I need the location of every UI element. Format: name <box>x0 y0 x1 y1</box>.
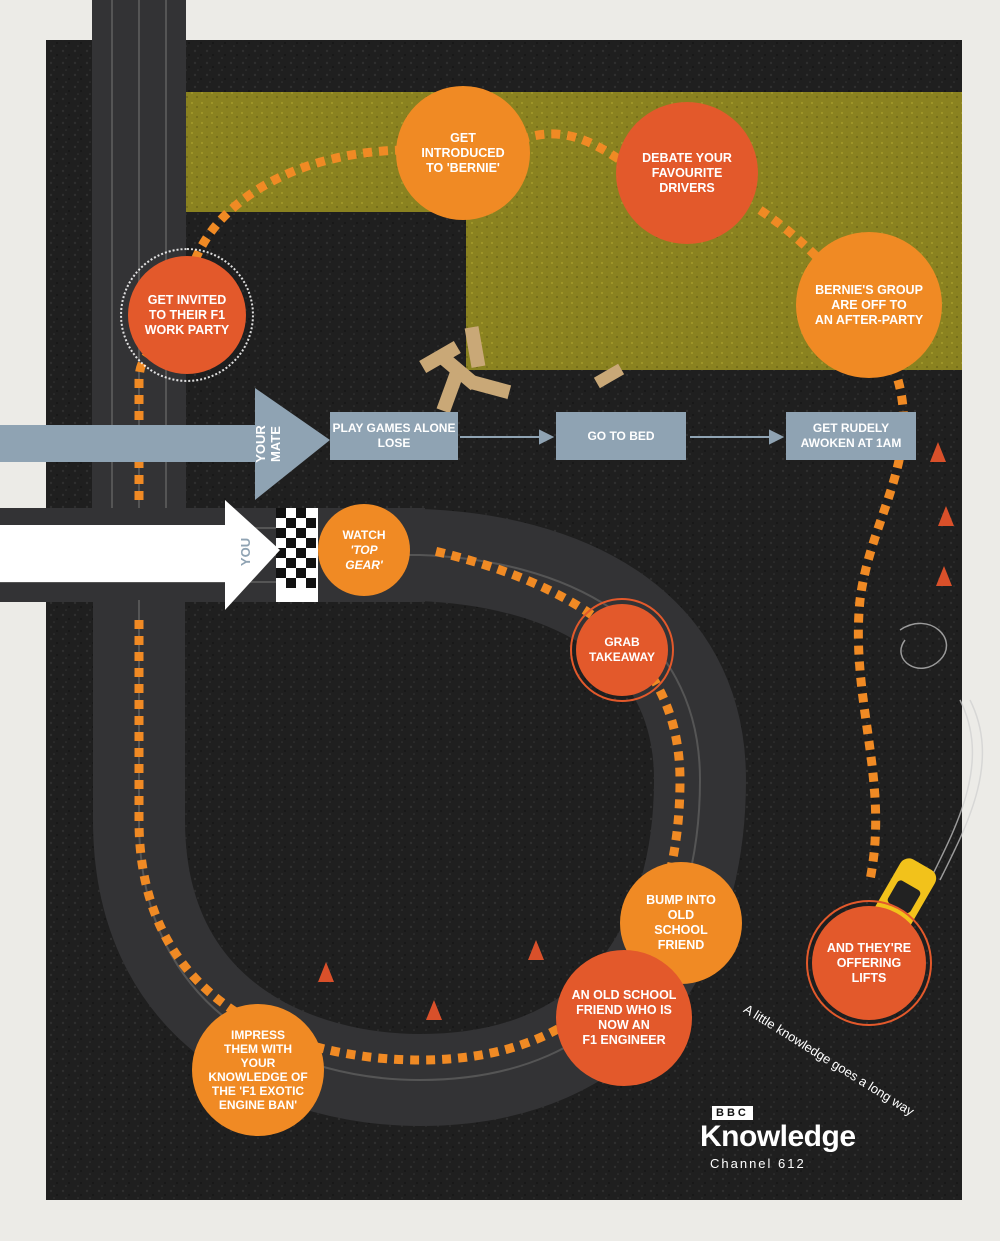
your-mate-label: YOUR MATE <box>253 425 283 463</box>
path-introduced-to-debate <box>518 129 623 164</box>
wooden-blocks <box>419 326 625 414</box>
path-invited-to-introduced <box>185 145 411 277</box>
step-grab-takeaway: GRAB TAKEAWAY <box>570 598 674 702</box>
step-watch-top-gear: WATCH 'TOP GEAR' <box>318 504 410 596</box>
checkered-flag <box>276 508 318 602</box>
step-rudely-awoken-text: GET RUDELY AWOKEN AT 1AM <box>800 421 902 450</box>
brand-logo: BBC Knowledge Channel 612 <box>700 1106 900 1176</box>
brand-channel: Channel 612 <box>710 1156 806 1171</box>
step-offering-lifts-text: AND THEY'RE OFFERING LIFTS <box>826 940 912 985</box>
step-play-games-alone-text: PLAY GAMES ALONE LOSE <box>332 421 456 450</box>
step-after-party-text: BERNIE'S GROUP ARE OFF TO AN AFTER-PARTY <box>814 282 924 327</box>
step-bump-into-friend-text: BUMP INTO OLD SCHOOL FRIEND <box>646 893 716 952</box>
step-grab-takeaway-text: GRAB TAKEAWAY <box>589 635 656 664</box>
yellow-paint-patch <box>186 92 962 370</box>
your-mate-arrow <box>0 388 330 500</box>
step-go-to-bed: GO TO BED <box>556 412 686 460</box>
you-label: YOU <box>238 537 253 567</box>
tyre-marks <box>899 622 984 881</box>
step-impress-text: IMPRESS THEM WITH YOUR KNOWLEDGE OF THE … <box>208 1028 308 1112</box>
step-get-invited: GET INVITED TO THEIR F1 WORK PARTY <box>120 248 254 382</box>
bbc-text: BBC <box>712 1106 753 1120</box>
step-get-introduced: GET INTRODUCED TO 'BERNIE' <box>396 86 530 220</box>
box-connectors <box>460 429 785 445</box>
bbc-label: BBC <box>712 1106 753 1120</box>
path-after-party-to-lifts <box>853 378 909 881</box>
step-impress: IMPRESS THEM WITH YOUR KNOWLEDGE OF THE … <box>192 1004 324 1136</box>
step-play-games-alone: PLAY GAMES ALONE LOSE <box>330 412 458 460</box>
step-after-party: BERNIE'S GROUP ARE OFF TO AN AFTER-PARTY <box>796 232 942 378</box>
step-f1-engineer: AN OLD SCHOOL FRIEND WHO IS NOW AN F1 EN… <box>556 950 692 1086</box>
path-start-to-invited <box>134 340 163 500</box>
step-debate-drivers-text: DEBATE YOUR FAVOURITE DRIVERS <box>642 150 732 195</box>
you-arrow <box>0 500 280 610</box>
step-debate-drivers: DEBATE YOUR FAVOURITE DRIVERS <box>616 102 758 244</box>
step-watch-top-gear-text: WATCH 'TOP GEAR' <box>342 527 386 572</box>
step-f1-engineer-text: AN OLD SCHOOL FRIEND WHO IS NOW AN F1 EN… <box>571 988 677 1047</box>
brand-name: Knowledge <box>700 1120 856 1153</box>
step-get-invited-text: GET INVITED TO THEIR F1 WORK PARTY <box>144 292 230 337</box>
step-offering-lifts: AND THEY'RE OFFERING LIFTS <box>806 900 932 1026</box>
step-get-introduced-text: GET INTRODUCED TO 'BERNIE' <box>421 130 505 175</box>
step-rudely-awoken: GET RUDELY AWOKEN AT 1AM <box>786 412 916 460</box>
traffic-cones <box>318 442 954 1020</box>
